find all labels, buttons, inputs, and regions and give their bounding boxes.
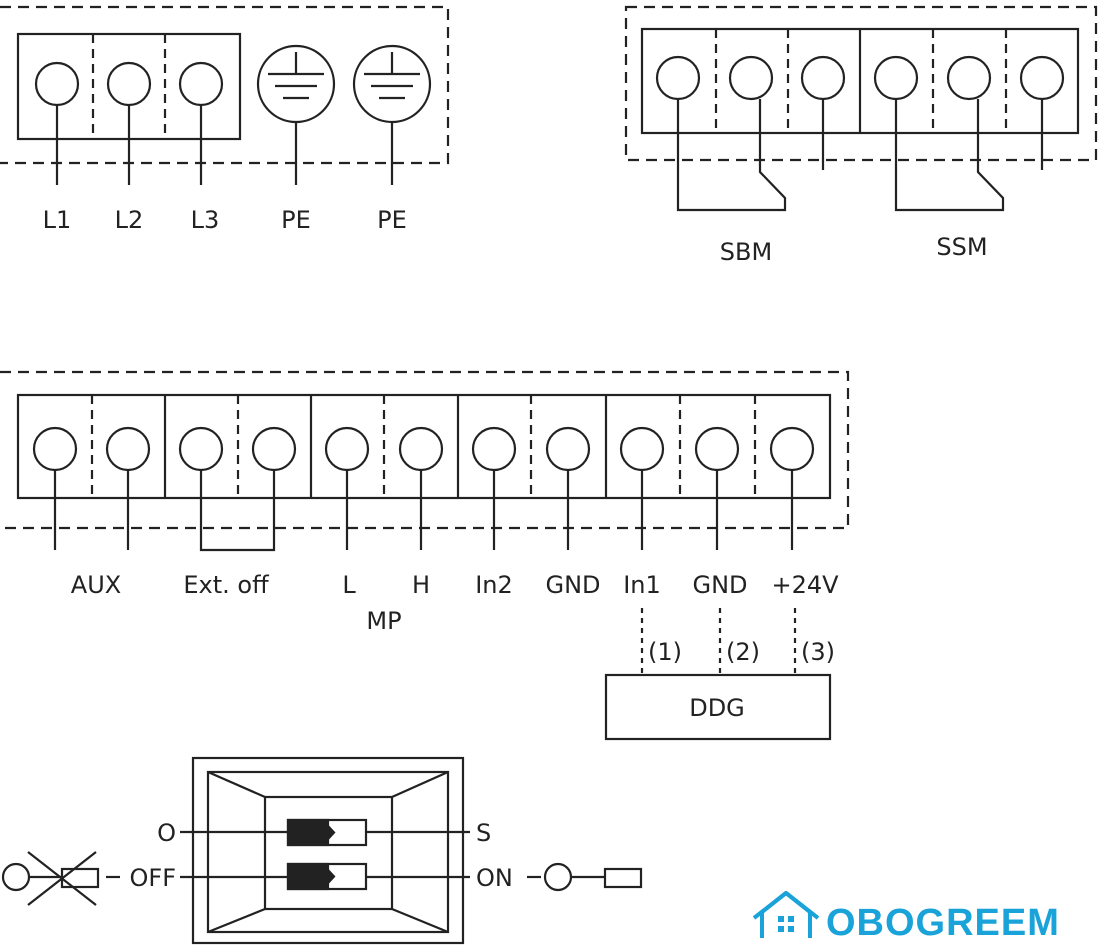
relay-contact-icon xyxy=(894,99,1044,212)
terminal-sbm-2 xyxy=(728,55,774,101)
dip-label-on: ON xyxy=(476,864,513,892)
label-in1: In1 xyxy=(623,571,661,599)
signal-block-dashed-frame xyxy=(624,5,1098,162)
control-terminal-strip xyxy=(16,393,832,500)
label-sbm: SBM xyxy=(720,238,772,266)
label-gnd-2: GND xyxy=(692,571,747,599)
dip-switch-outer-frame xyxy=(191,756,465,945)
terminal-gnd-2 xyxy=(694,426,740,472)
terminal-mp-h xyxy=(398,426,444,472)
terminal-mp-l xyxy=(324,426,370,472)
earth-icon xyxy=(352,44,432,185)
house-logo-icon xyxy=(752,891,820,938)
control-block-dashed-frame xyxy=(0,370,850,530)
signal-terminal-block xyxy=(624,5,1098,212)
label-aux: AUX xyxy=(71,571,121,599)
label-l1: L1 xyxy=(43,206,72,234)
label-gnd-1: GND xyxy=(545,571,600,599)
power-terminal-labels: L1 L2 L3 PE PE xyxy=(43,206,407,234)
control-terminal-labels: AUX Ext. off L H In2 GND In1 GND +24V MP xyxy=(71,571,839,635)
terminal-ssm-1 xyxy=(873,55,919,101)
ddg-wire-label-2: (2) xyxy=(726,638,760,666)
dip-switch-toggle-1 xyxy=(286,818,368,847)
terminal-l1 xyxy=(34,61,80,107)
dip-switch-recess xyxy=(263,795,394,911)
relay-contact-icon xyxy=(676,99,825,212)
terminal-l3 xyxy=(178,61,224,107)
control-terminal-block xyxy=(0,370,850,552)
ddg-box xyxy=(604,673,832,741)
label-pe-2: PE xyxy=(377,206,407,234)
ddg-sensor xyxy=(604,608,832,741)
ddg-wire-label-3: (3) xyxy=(801,638,835,666)
terminal-in1 xyxy=(619,426,665,472)
ddg-labels: (1) (2) (3) DDG xyxy=(648,638,835,722)
brand-name: OBOGREEM xyxy=(826,902,1060,944)
terminal-ssm-3 xyxy=(1019,55,1065,101)
label-l2: L2 xyxy=(115,206,144,234)
dip-label-s: S xyxy=(476,819,491,847)
terminal-in2 xyxy=(471,426,517,472)
terminal-ssm-2 xyxy=(946,55,992,101)
terminal-sbm-3 xyxy=(800,55,846,101)
label-l3: L3 xyxy=(191,206,220,234)
label-in2: In2 xyxy=(475,571,513,599)
dip-switch xyxy=(1,756,643,945)
earth-icon xyxy=(256,44,336,185)
label-l: L xyxy=(342,571,356,599)
ext-off-jumper xyxy=(199,470,276,552)
terminal-aux-2 xyxy=(105,426,151,472)
label-mp: MP xyxy=(366,607,401,635)
label-ext-off: Ext. off xyxy=(183,571,269,599)
dip-label-off: OFF xyxy=(130,864,177,892)
terminal-aux-1 xyxy=(32,426,78,472)
terminal-l2 xyxy=(106,61,152,107)
label-24v: +24V xyxy=(771,571,839,599)
plug-icon xyxy=(527,862,643,892)
label-ssm: SSM xyxy=(936,233,987,261)
ddg-label: DDG xyxy=(689,694,745,722)
terminal-sbm-1 xyxy=(655,55,701,101)
ddg-wire-label-1: (1) xyxy=(648,638,682,666)
dip-label-o: O xyxy=(157,819,176,847)
brand-logo: OBOGREEM xyxy=(752,891,1060,944)
power-block-dashed-frame xyxy=(0,5,450,165)
dip-switch-inner-frame xyxy=(206,770,450,934)
crossed-plug-icon xyxy=(1,851,120,906)
terminal-24v xyxy=(769,426,815,472)
label-h: H xyxy=(412,571,430,599)
label-pe-1: PE xyxy=(281,206,311,234)
dip-switch-labels: O S OFF ON xyxy=(130,819,513,892)
terminal-ext-off-1 xyxy=(178,426,224,472)
terminal-ext-off-2 xyxy=(251,426,297,472)
dip-switch-toggle-2 xyxy=(286,862,368,891)
terminal-gnd-1 xyxy=(545,426,591,472)
signal-terminal-labels: SBM SSM xyxy=(720,233,988,266)
power-terminal-block xyxy=(0,5,450,185)
